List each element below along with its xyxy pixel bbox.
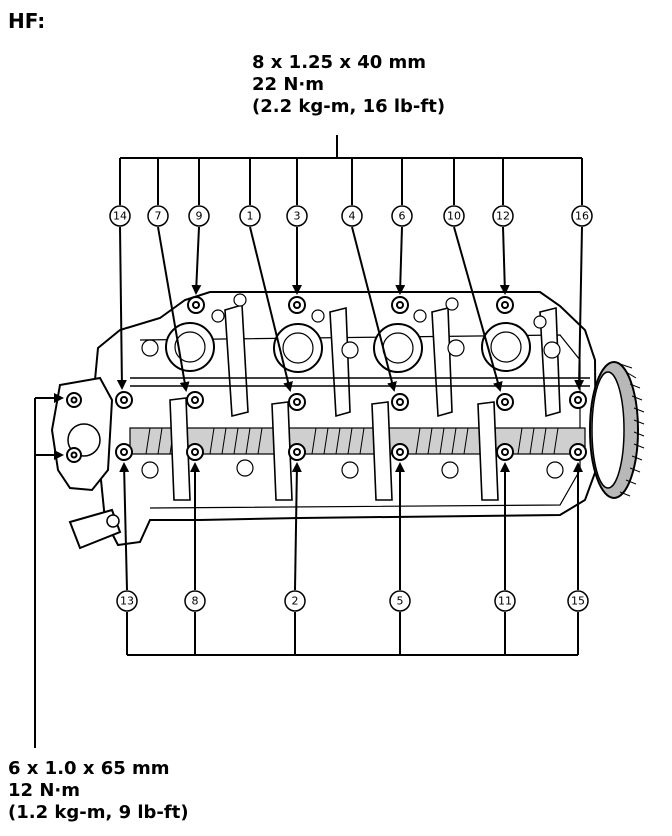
bolt-3 bbox=[288, 296, 306, 314]
callout-15: 15 bbox=[567, 590, 589, 612]
diagram-title: HF: bbox=[8, 9, 46, 33]
small-bolt-torque-nm: 12 N·m bbox=[8, 780, 80, 801]
bottom-leader-lines bbox=[126, 612, 579, 656]
small-bolt-torque-alt: (1.2 kg-m, 9 lb-ft) bbox=[8, 802, 189, 823]
callout-3: 3 bbox=[286, 205, 308, 227]
head-bolts bbox=[66, 296, 587, 463]
bolt-14 bbox=[115, 391, 133, 409]
bottom-arrows bbox=[119, 462, 583, 591]
small-bolt-upper bbox=[66, 392, 82, 408]
bolt-10 bbox=[496, 393, 514, 411]
callout-2-label: 2 bbox=[292, 595, 299, 608]
callout-7-label: 7 bbox=[155, 210, 162, 223]
callout-16: 16 bbox=[571, 205, 593, 227]
callout-8-label: 8 bbox=[192, 595, 199, 608]
callout-11: 11 bbox=[494, 590, 516, 612]
bolt-9 bbox=[187, 296, 205, 314]
callout-8: 8 bbox=[184, 590, 206, 612]
callout-11-label: 11 bbox=[498, 595, 512, 608]
top-arrows bbox=[116, 226, 585, 392]
callout-14-label: 14 bbox=[113, 210, 127, 223]
bolt-7 bbox=[186, 391, 204, 409]
bolt-16 bbox=[569, 391, 587, 409]
callout-4-label: 4 bbox=[349, 210, 356, 223]
bolt-13 bbox=[115, 443, 133, 461]
bolt-2 bbox=[288, 443, 306, 461]
callout-15-label: 15 bbox=[571, 595, 585, 608]
main-bolt-torque-alt: (2.2 kg-m, 16 lb-ft) bbox=[252, 96, 446, 117]
callout-6-label: 6 bbox=[399, 210, 406, 223]
callout-1-label: 1 bbox=[247, 210, 254, 223]
main-bolt-size: 8 x 1.25 x 40 mm bbox=[252, 52, 427, 73]
main-bolt-torque-nm: 22 N·m bbox=[252, 74, 324, 95]
bottom-callouts: 13 8 2 5 11 15 bbox=[116, 590, 589, 612]
bolt-5 bbox=[391, 443, 409, 461]
callout-10: 10 bbox=[443, 205, 465, 227]
callout-16-label: 16 bbox=[575, 210, 589, 223]
small-bolt-spec: 6 x 1.0 x 65 mm 12 N·m (1.2 kg-m, 9 lb-f… bbox=[8, 758, 189, 824]
top-callouts: 14 7 9 1 3 4 6 10 12 16 bbox=[109, 205, 593, 227]
callout-14: 14 bbox=[109, 205, 131, 227]
bolt-6 bbox=[391, 296, 409, 314]
callout-3-label: 3 bbox=[294, 210, 301, 223]
bolt-8 bbox=[186, 443, 204, 461]
bolt-1 bbox=[288, 393, 306, 411]
cam-sprocket bbox=[589, 361, 645, 499]
callout-13: 13 bbox=[116, 590, 138, 612]
callout-9: 9 bbox=[188, 205, 210, 227]
callout-1: 1 bbox=[239, 205, 261, 227]
callout-6: 6 bbox=[391, 205, 413, 227]
callout-7: 7 bbox=[147, 205, 169, 227]
callout-5: 5 bbox=[389, 590, 411, 612]
callout-10-label: 10 bbox=[447, 210, 461, 223]
small-bolt-leader bbox=[34, 393, 64, 748]
callout-2: 2 bbox=[284, 590, 306, 612]
callout-13-label: 13 bbox=[120, 595, 134, 608]
cylinder-head-illustration bbox=[50, 291, 645, 550]
callout-12: 12 bbox=[492, 205, 514, 227]
bolt-4 bbox=[391, 393, 409, 411]
callout-9-label: 9 bbox=[196, 210, 203, 223]
bolt-11 bbox=[496, 443, 514, 461]
callout-5-label: 5 bbox=[397, 595, 404, 608]
main-bolt-spec: 8 x 1.25 x 40 mm 22 N·m (2.2 kg-m, 16 lb… bbox=[252, 52, 445, 118]
bolt-15 bbox=[569, 443, 587, 461]
bolt-12 bbox=[496, 296, 514, 314]
callout-4: 4 bbox=[341, 205, 363, 227]
small-bolt-lower bbox=[66, 447, 82, 463]
small-bolt-size: 6 x 1.0 x 65 mm bbox=[8, 758, 170, 779]
top-leader-lines bbox=[119, 135, 583, 205]
callout-12-label: 12 bbox=[496, 210, 510, 223]
